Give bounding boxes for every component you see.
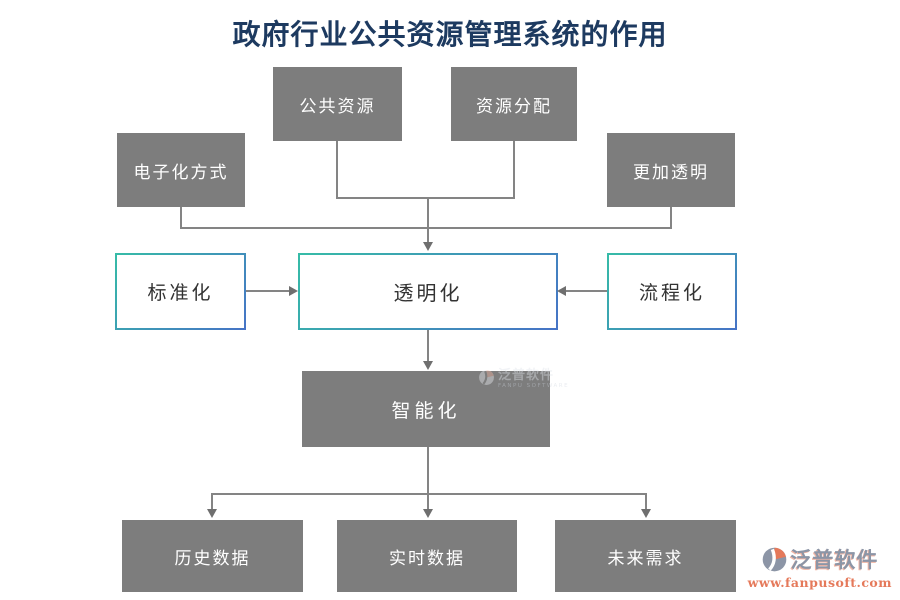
node-label: 流程化 [638,282,705,304]
brand-name: 泛普软件 [790,547,879,572]
connector-line [246,290,290,292]
connector-line [427,197,429,243]
arrowhead-left-icon [557,286,566,296]
node-label: 资源分配 [476,96,552,117]
fanpusoft-logo: 泛普软件 www.fanpusoft.com [748,544,892,590]
node-electronic-method: 电子化方式 [117,133,245,207]
connector-line [180,207,182,229]
page-title: 政府行业公共资源管理系统的作用 [232,18,668,51]
node-label: 智能化 [391,399,461,422]
arrowhead-down-icon [641,509,651,518]
connector-line [427,447,429,495]
node-process: 流程化 [607,253,737,330]
connector-line [211,493,647,495]
node-label: 标准化 [147,282,214,304]
arrowhead-right-icon [289,286,298,296]
node-label: 实时数据 [389,548,465,569]
node-intelligence: 智能化 [302,371,550,447]
connector-line [645,493,647,510]
node-realtime-data: 实时数据 [337,520,517,592]
connector-line [427,330,429,362]
fanpusoft-logo-icon [763,547,787,571]
connector-line [180,227,672,229]
node-label: 电子化方式 [133,162,229,183]
node-label: 更加透明 [633,162,709,183]
node-resource-allocation: 资源分配 [451,67,577,141]
node-standardization: 标准化 [115,253,246,330]
node-label: 公共资源 [299,96,376,117]
node-transparency: 透明化 [298,253,558,330]
connector-line [336,141,338,198]
node-label: 历史数据 [174,548,251,569]
connector-line [513,141,515,198]
node-label: 未来需求 [607,548,684,569]
connector-line [566,290,607,292]
node-historical-data: 历史数据 [122,520,303,592]
connector-line [211,493,213,510]
node-public-resources: 公共资源 [273,67,402,141]
arrowhead-down-icon [423,242,433,251]
connector-line [670,207,672,229]
node-label: 透明化 [393,281,463,305]
node-more-transparent: 更加透明 [607,133,735,207]
connector-line [427,493,429,510]
brand-url: www.fanpusoft.com [747,575,892,590]
arrowhead-down-icon [423,509,433,518]
arrowhead-down-icon [423,361,433,370]
arrowhead-down-icon [207,509,217,518]
node-future-demand: 未来需求 [555,520,736,592]
connector-line [336,197,515,199]
